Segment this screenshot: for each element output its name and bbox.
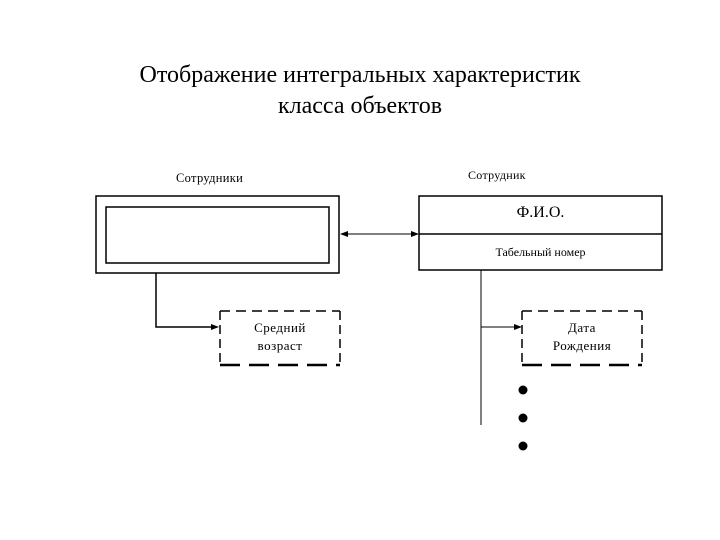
right-attribute-line-2: Рождения [552, 338, 612, 353]
left-attribute-line-1: Средний [254, 320, 306, 335]
left-entity-inner-box [105, 206, 330, 264]
right-entity-field-fio: Ф.И.О. [516, 204, 565, 221]
right-connector-arrow [514, 324, 522, 330]
title-line-1: Отображение интегральных характеристик [139, 62, 581, 88]
ellipsis-dot-3 [518, 441, 528, 451]
left-entity-outer-box [95, 195, 340, 274]
ellipsis-dot-1 [518, 385, 528, 395]
right-attribute-line-1: Дата [568, 320, 596, 335]
title-line-2: класса объектов [277, 93, 443, 119]
right-entity-box [418, 195, 663, 271]
right-entity-name: Сотрудник [468, 168, 526, 182]
left-attribute-label: Средний возраст [220, 319, 340, 355]
right-attribute-box [521, 310, 643, 367]
left-connector-line [155, 273, 212, 328]
left-connector-arrow [211, 324, 219, 330]
relationship-arrow-left [340, 231, 348, 237]
left-attribute-line-2: возраст [257, 338, 303, 353]
left-entity-name: Сотрудники [176, 171, 244, 185]
left-attribute-box [219, 310, 341, 367]
right-attribute-label: Дата Рождения [522, 319, 642, 355]
diagram-title: Отображение интегральных характеристик к… [0, 60, 720, 122]
relationship-arrow-right [411, 231, 419, 237]
ellipsis-dot-2 [518, 413, 528, 423]
right-entity-field-tab-number: Табельный номер [495, 245, 586, 259]
